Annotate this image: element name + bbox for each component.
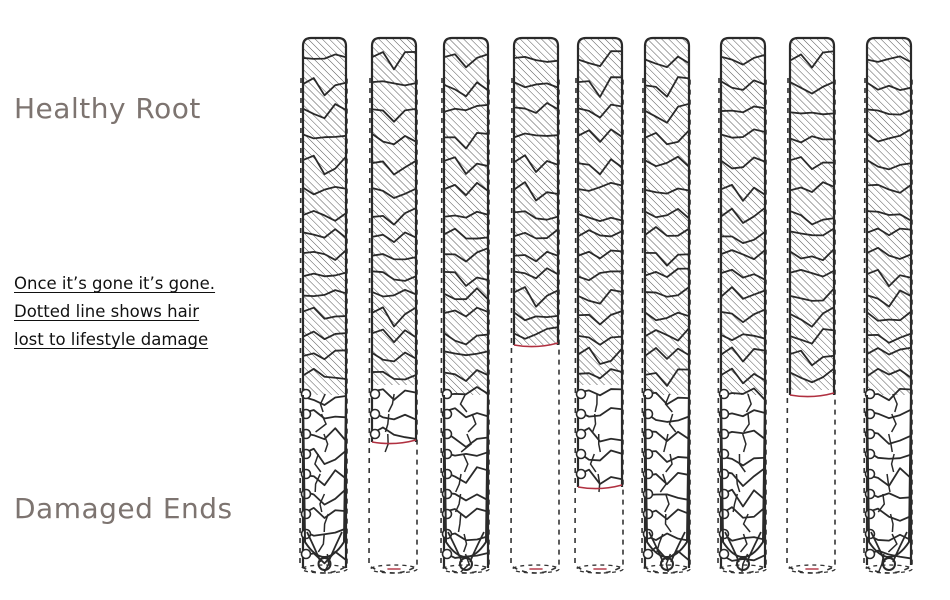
hair-strand-2	[368, 36, 418, 574]
hair-strand-3	[440, 36, 490, 574]
hair-strand-9	[863, 36, 913, 574]
note-line-3: lost to lifestyle damage	[14, 330, 209, 349]
hair-strand-6	[641, 36, 691, 574]
healthy-root-label: Healthy Root	[14, 92, 201, 125]
explanation-note: Once it’s gone it’s gone. Dotted line sh…	[14, 270, 215, 354]
hair-strand-7	[717, 36, 767, 574]
damaged-ends-label: Damaged Ends	[14, 492, 233, 525]
note-line-1: Once it’s gone it’s gone.	[14, 274, 216, 293]
note-line-2: Dotted line shows hair	[14, 302, 200, 321]
hair-strand-5	[574, 36, 624, 574]
hair-strand-8	[786, 36, 836, 574]
hair-strand-4	[510, 36, 560, 574]
hair-strand-1	[299, 36, 348, 574]
